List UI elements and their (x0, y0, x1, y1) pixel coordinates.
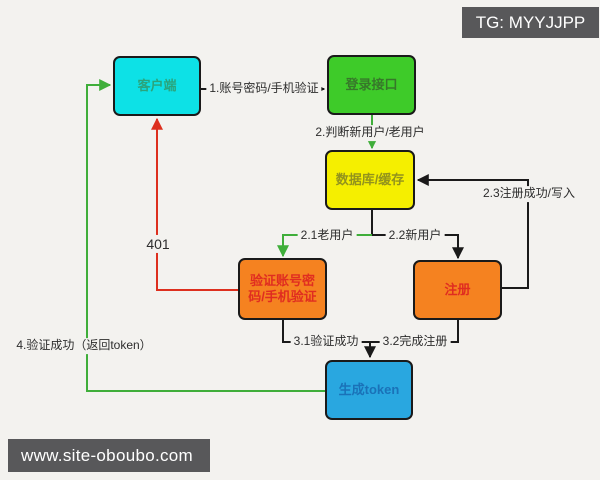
edge-token-to-client-return (86, 79, 325, 392)
edge-label-old-user: 2.1老用户 (297, 228, 357, 244)
edge-label-register-done: 3.2完成注册 (379, 334, 451, 350)
watermark-site-url: www.site-oboubo.com (8, 439, 210, 472)
edge-verify-to-client-401 (151, 117, 238, 291)
node-register: 注册 (413, 260, 502, 320)
edge-label-register-write: 2.3注册成功/写入 (479, 186, 579, 202)
node-database-cache: 数据库/缓存 (325, 150, 415, 210)
node-client: 客户端 (113, 56, 201, 116)
edge-label-401: 401 (143, 234, 173, 254)
node-verify-credentials: 验证账号密码/手机验证 (238, 258, 327, 320)
edge-label-judge-user: 2.判断新用户/老用户 (312, 125, 428, 141)
edge-label-new-user: 2.2新用户 (385, 228, 445, 244)
node-login-api: 登录接口 (327, 55, 416, 115)
edge-label-verify-success: 3.1验证成功 (290, 334, 362, 350)
edge-label-credentials: 1.账号密码/手机验证 (206, 81, 322, 97)
edge-label-return-token: 4.验证成功（返回token） (13, 338, 155, 354)
node-generate-token: 生成token (325, 360, 413, 420)
watermark-telegram: TG: MYYJJPP (462, 7, 599, 38)
edge-register-to-database (416, 174, 529, 289)
